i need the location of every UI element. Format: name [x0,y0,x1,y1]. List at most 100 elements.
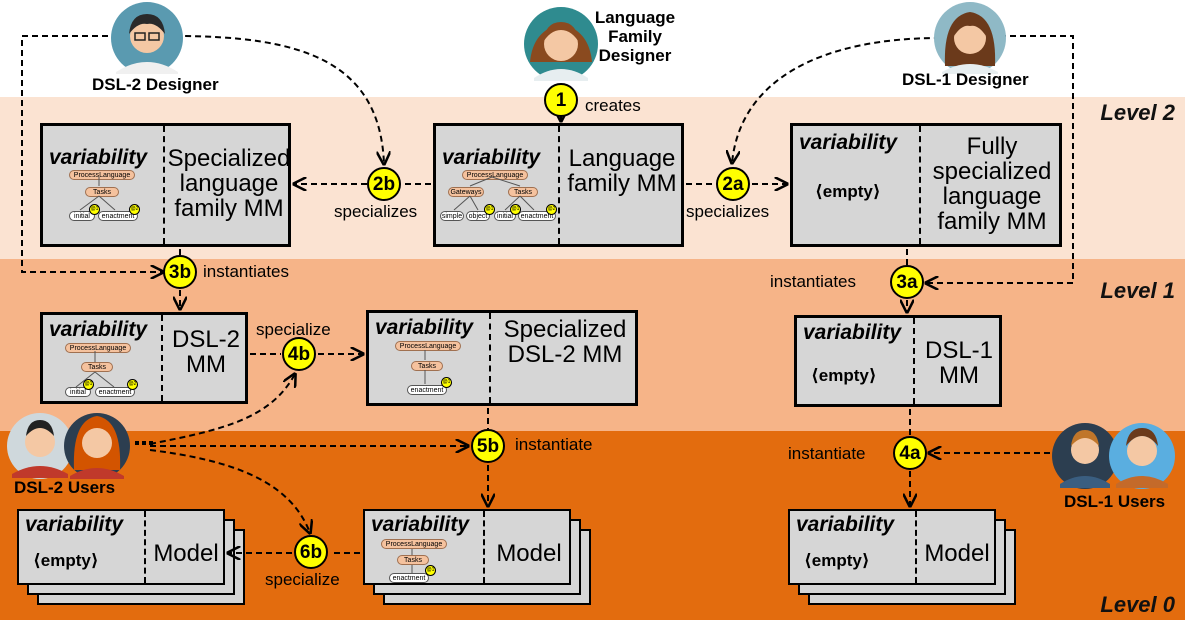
variability-label: variability [442,146,541,169]
pin-badge: @2 [129,204,140,215]
specialize-top-label: specialize [256,320,331,339]
box-title: Model [496,540,562,567]
pin-badge: @1 [441,377,452,388]
pin-badge: @1 [484,204,495,215]
feature-simple: simple [440,211,464,221]
feature-process-language: ProcessLanguage [65,343,131,353]
step-5b-badge: 5b [471,429,505,463]
dsl-2-model-box: variability ⟨empty⟩ Model [17,509,225,585]
specialized-dsl-2-mm-box: variability Specialized DSL-2 MM Process… [366,310,638,406]
language-family-designer-label: Language Family Designer [594,8,676,65]
feature-gateways: Gateways [448,187,484,197]
feature-enactment: enactment [98,211,138,221]
feature-tree-lines [75,176,535,573]
feature-initial: initial [494,211,516,221]
box-title: Model [153,540,219,567]
feature-tasks: Tasks [411,361,443,371]
specialized-language-family-mm-box: variability Specialized language family … [40,123,291,247]
specializes-right-label: specializes [686,202,770,221]
empty-placeholder: ⟨empty⟩ [815,182,881,201]
level-0-label: Level 0 [1100,592,1175,617]
arrow-dsl1-designer-2a [732,37,941,163]
pin-badge: @1 [510,204,521,215]
dsl-2-users-label: DSL-2 Users [14,478,116,497]
dsl-1-users-label: DSL-1 Users [1064,492,1166,511]
language-family-designer-avatar [524,7,598,81]
feature-object: object [466,211,490,221]
box-divider [915,511,917,583]
feature-enactment: enactment [95,387,135,397]
box-divider [489,313,491,403]
pin-badge: @2 [546,204,557,215]
step-4b-badge: 4b [282,337,316,371]
dsl-1-model-box: variability ⟨empty⟩ Model [788,509,996,585]
feature-enactment: enactment [407,385,447,395]
language-family-mm-box: variability Language family MM ProcessLa… [433,123,684,247]
dsl-1-designer-label: DSL-1 Designer [902,70,1029,89]
arrow-dsl2-designer-2b [174,35,384,164]
variability-label: variability [25,513,124,536]
arrow-users-4b [149,374,295,445]
box-divider [144,511,146,583]
pin-badge: @2 [127,379,138,390]
dsl-2-designer-label: DSL-2 Designer [92,75,219,94]
step-3b-badge: 3b [163,255,197,289]
variability-label: variability [49,318,148,341]
dsl-2-specialized-model-box: variability Model ProcessLanguage Tasks … [363,509,571,585]
box-divider [163,126,165,244]
feature-tasks: Tasks [508,187,538,197]
feature-enactment: enactment [389,573,429,583]
step-2a-badge: 2a [716,167,750,201]
feature-tasks: Tasks [397,555,429,565]
arrow-users-6b [149,449,310,533]
feature-process-language: ProcessLanguage [462,170,528,180]
box-divider [558,126,560,244]
feature-tasks: Tasks [81,362,113,372]
level-2-label: Level 2 [1100,100,1175,125]
specialize-bottom-label: specialize [265,570,340,589]
arrow-dsl2-designer-3b [21,35,163,272]
feature-enactment: enactment [518,211,556,221]
dsl-1-designer-avatar [934,2,1006,74]
feature-tasks: Tasks [85,187,119,197]
step-4a-badge: 4a [893,436,927,470]
specializes-left-label: specializes [334,202,418,221]
step-3a-badge: 3a [890,265,924,299]
variability-label: variability [799,131,898,154]
feature-process-language: ProcessLanguage [69,170,135,180]
box-divider [913,318,915,404]
box-title: Language family MM [567,145,677,197]
dsl-1-mm-box: variability ⟨empty⟩ DSL-1 MM [794,315,1002,407]
feature-initial: initial [69,211,95,221]
level-1-label: Level 1 [1100,278,1175,303]
box-title: DSL-1 MM [924,337,994,389]
box-title: Fully specialized language family MM [932,133,1052,235]
feature-process-language: ProcessLanguage [381,539,447,549]
box-title: Model [924,540,990,567]
empty-placeholder: ⟨empty⟩ [811,366,877,385]
variability-label: variability [375,316,474,339]
pin-badge: @1 [89,204,100,215]
arrow-dsl1-designer-3a [926,35,1074,283]
fully-specialized-language-family-mm-box: variability ⟨empty⟩ Fully specialized la… [790,123,1062,247]
pin-badge: @1 [83,379,94,390]
box-title: DSL-2 MM [171,326,241,378]
step-6b-badge: 6b [294,535,328,569]
feature-process-language: ProcessLanguage [395,341,461,351]
dsl-1-users-avatar [1052,423,1175,489]
empty-placeholder: ⟨empty⟩ [804,551,870,570]
instantiates-right-label: instantiates [770,272,856,291]
box-divider [919,126,921,244]
variability-label: variability [803,321,902,344]
pin-badge: @1 [425,565,436,576]
step-2b-badge: 2b [367,167,401,201]
variability-label: variability [796,513,895,536]
dsl-2-mm-box: variability DSL-2 MM ProcessLanguage Tas… [40,312,248,404]
box-title: Specialized DSL-2 MM [503,316,627,368]
creates-label: creates [585,96,641,115]
step-1-badge: 1 [544,83,578,117]
dsl-2-designer-avatar [111,2,183,74]
instantiate-dsl1-label: instantiate [788,444,866,463]
